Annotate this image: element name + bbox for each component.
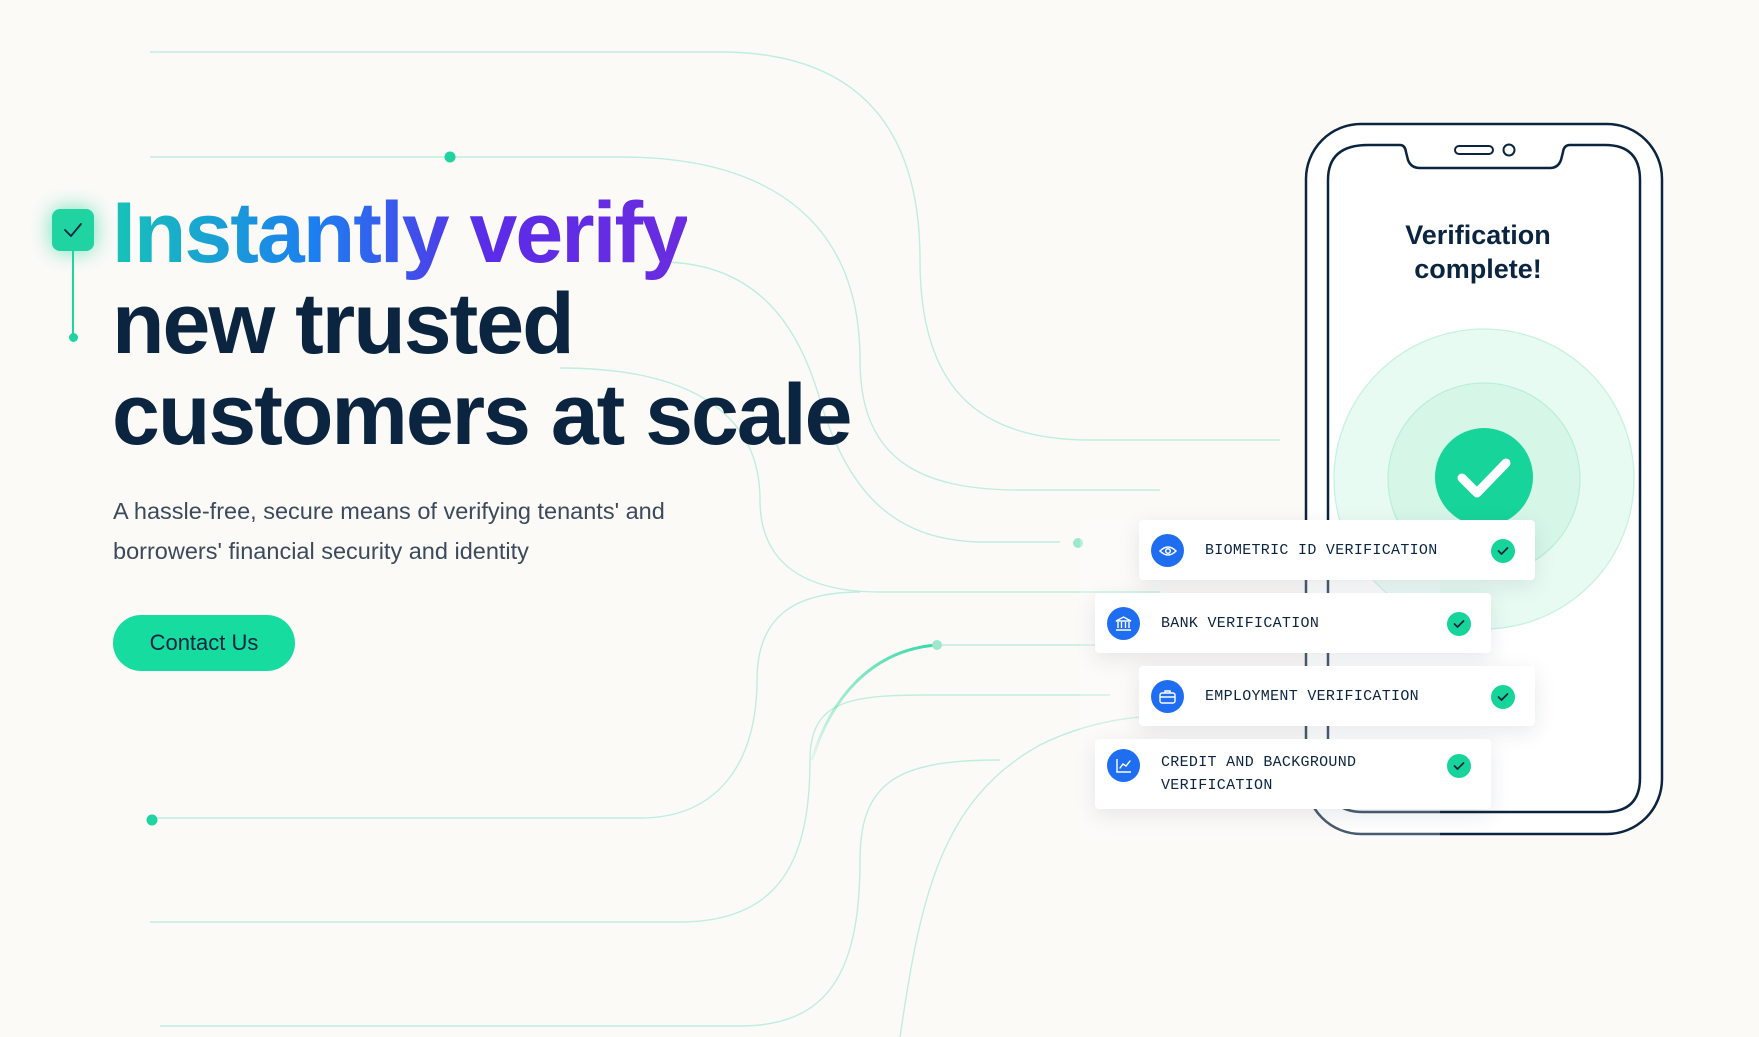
verification-card-bank: BANK VERIFICATION xyxy=(1095,593,1491,653)
check-circle-icon xyxy=(1447,754,1471,778)
contact-us-button[interactable]: Contact Us xyxy=(113,615,295,671)
hero-title: Instantly verify new trusted customers a… xyxy=(112,185,852,463)
check-circle-icon xyxy=(1491,539,1515,563)
verification-label: CREDIT AND BACKGROUND VERIFICATION xyxy=(1161,754,1357,794)
briefcase-icon xyxy=(1151,680,1184,713)
verification-label: EMPLOYMENT VERIFICATION xyxy=(1205,687,1419,705)
check-circle-icon xyxy=(1447,612,1471,636)
hero-title-highlight: Instantly verify xyxy=(112,185,689,281)
chart-icon xyxy=(1107,749,1140,782)
check-badge xyxy=(52,209,94,251)
verification-label: BIOMETRIC ID VERIFICATION xyxy=(1205,541,1438,559)
verification-card-credit: CREDIT AND BACKGROUND VERIFICATION xyxy=(1095,739,1491,809)
hero-subtitle: A hassle-free, secure means of verifying… xyxy=(113,498,665,564)
bank-icon xyxy=(1107,607,1140,640)
verification-card-employment: EMPLOYMENT VERIFICATION xyxy=(1139,666,1535,726)
eye-icon xyxy=(1151,534,1184,567)
badge-connector xyxy=(72,251,74,337)
verification-status-title: Verification complete! xyxy=(1405,220,1551,284)
verification-card-biometric: BIOMETRIC ID VERIFICATION xyxy=(1139,520,1535,580)
hero-title-line3: customers at scale xyxy=(112,367,852,463)
badge-dot xyxy=(69,333,78,342)
check-circle-icon xyxy=(1491,685,1515,709)
verification-label: BANK VERIFICATION xyxy=(1161,614,1320,632)
hero-title-line2: new trusted xyxy=(112,276,575,372)
check-icon xyxy=(64,223,82,237)
phone-illustration xyxy=(1304,122,1664,836)
